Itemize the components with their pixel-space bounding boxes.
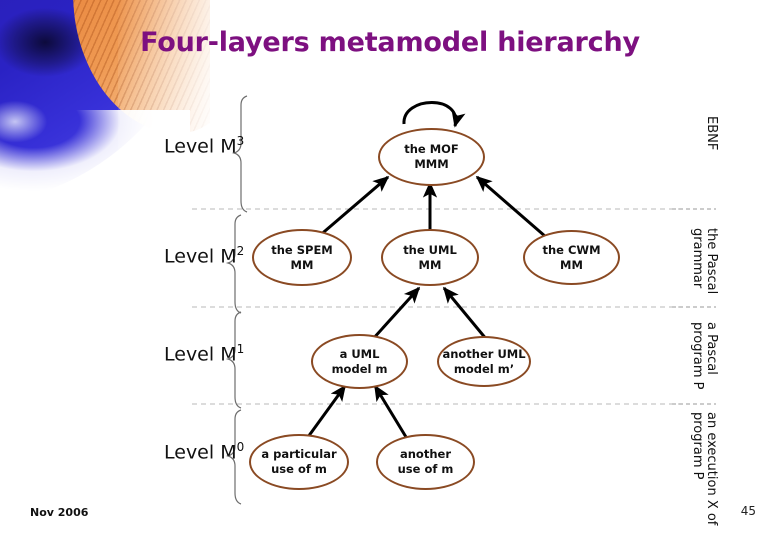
node-uml-model-m-line2: model m (331, 361, 388, 376)
brace-m0 (225, 409, 242, 505)
node-uml-mm[interactable]: the UML MM (381, 229, 479, 286)
node-spem-mm[interactable]: the SPEM MM (252, 229, 352, 286)
node-particular-use-of-m-text: a particular use of m (261, 447, 336, 476)
footer-date: Nov 2006 (30, 506, 89, 519)
level-label-m1-text: Level M (164, 343, 237, 366)
level-separators (192, 208, 688, 405)
node-particular-use-of-m-line1: a particular (261, 447, 337, 462)
edge-mof-self-loop (402, 101, 466, 128)
side-label-pascal-grammar-line2: grammar (690, 228, 706, 289)
side-label-pascal-grammar: the Pascal grammar (690, 228, 719, 295)
node-spem-mm-line1: the SPEM (271, 242, 333, 257)
node-another-uml-model-text: another UML model m’ (442, 347, 525, 376)
conforms-to-arrows (306, 175, 547, 438)
level-label-m3: Level M3 (164, 134, 244, 157)
brace-m3 (231, 95, 248, 213)
node-another-use-of-m-line2: use of m (397, 462, 454, 476)
node-another-uml-model[interactable]: another UML model m’ (437, 336, 531, 387)
level-label-m3-exp: 3 (236, 134, 245, 148)
node-another-uml-model-line1: another UML (442, 346, 526, 361)
node-another-uml-model-line2: model m’ (453, 361, 515, 376)
node-uml-model-m-line1: a UML (339, 346, 380, 361)
node-cwm-mm-text: the CWM MM (542, 243, 600, 272)
node-uml-model-m-text: a UML model m (332, 347, 388, 376)
node-another-use-of-m[interactable]: another use of m (376, 434, 475, 490)
side-label-ebnf-line1: EBNF (704, 116, 719, 151)
edge-use-to-model-m (306, 384, 347, 438)
side-label-pascal-program-line2: program P (690, 322, 706, 390)
node-spem-mm-line2: MM (290, 257, 314, 272)
edge-spem-to-mof (317, 175, 390, 239)
level-label-m2-text: Level M (164, 245, 237, 268)
side-label-pascal-grammar-line1: the Pascal (704, 228, 719, 295)
level-label-m0-text: Level M (164, 441, 237, 464)
node-uml-mm-line2: MM (418, 257, 442, 272)
level-label-m1: Level M1 (164, 342, 244, 365)
node-cwm-mm-line1: the CWM (542, 242, 601, 257)
node-mof-mmm-line2: MMM (414, 157, 449, 171)
node-mof-mmm-text: the MOF MMM (404, 142, 459, 171)
level-label-m0: Level M0 (164, 440, 244, 463)
level-label-m0-exp: 0 (236, 440, 245, 454)
level-label-m3-text: Level M (164, 135, 237, 158)
side-label-pascal-program: a Pascal program P (690, 322, 719, 390)
node-another-use-of-m-text: another use of m (398, 447, 454, 476)
edge-another-use-to-model-m (373, 384, 408, 438)
brace-m2 (225, 214, 242, 314)
level-label-m2-exp: 2 (236, 244, 245, 258)
node-particular-use-of-m-line2: use of m (271, 462, 327, 476)
side-label-execution: an execution X of program P (690, 412, 719, 526)
node-uml-mm-text: the UML MM (403, 243, 457, 272)
brace-m1 (225, 311, 242, 409)
edge-model-m-to-umlmm (370, 286, 421, 342)
side-label-execution-line2: program P (690, 412, 706, 480)
node-cwm-mm[interactable]: the CWM MM (523, 230, 620, 285)
side-label-execution-line1: an execution X of (704, 412, 719, 526)
edge-cwm-to-mof (475, 175, 547, 239)
side-label-separators (672, 208, 716, 405)
level-label-m2: Level M2 (164, 244, 244, 267)
level-label-m1-exp: 1 (236, 342, 245, 356)
node-spem-mm-text: the SPEM MM (271, 243, 333, 272)
node-mof-mmm-line1: the MOF (404, 142, 459, 157)
node-mof-mmm[interactable]: the MOF MMM (378, 128, 485, 186)
level-braces (225, 95, 248, 505)
footer-page-number: 45 (740, 504, 756, 518)
node-uml-model-m[interactable]: a UML model m (311, 334, 408, 389)
side-label-pascal-program-line1: a Pascal (704, 322, 719, 375)
edge-model-m2-to-umlmm (442, 286, 489, 341)
node-uml-mm-line1: the UML (403, 242, 457, 257)
slide-title: Four-layers metamodel hierarchy (140, 27, 640, 58)
node-another-use-of-m-line1: another (399, 447, 451, 462)
side-label-ebnf: EBNF (704, 116, 719, 151)
node-cwm-mm-line2: MM (560, 257, 583, 272)
node-particular-use-of-m[interactable]: a particular use of m (249, 434, 349, 490)
